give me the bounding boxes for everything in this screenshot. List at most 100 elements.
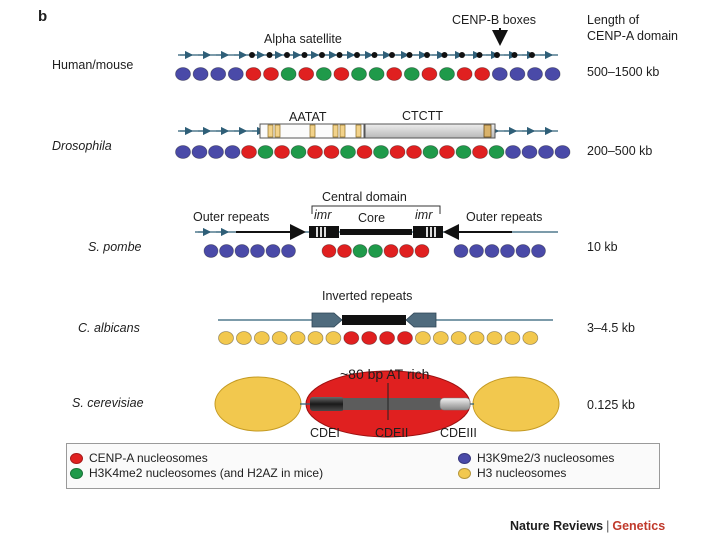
organism-human-mouse: Human/mouse: [52, 58, 134, 72]
h3k4-nucleosome: [455, 145, 472, 159]
alpha-satellite-unit: [354, 52, 360, 58]
legend-h3-label: H3 nucleosomes: [477, 466, 567, 480]
cdeii-segment: [343, 398, 441, 410]
h3k9-nucleosome: [175, 145, 191, 159]
central-domain-bracket: [311, 205, 441, 214]
h3-nucleosome: [432, 331, 449, 345]
alpha-satellite-unit: [459, 52, 465, 58]
h3k9-nucleosome: [538, 145, 554, 159]
legend-cenpa-label: CENP-A nucleosomes: [89, 451, 208, 465]
h3-nucleosome-left: [214, 376, 302, 432]
cenpa-nucleosome: [307, 145, 323, 159]
cenpa-nucleosome: [399, 244, 414, 258]
aatat-repeat-unit: [309, 124, 316, 138]
cenpa-nucleosome: [472, 145, 488, 159]
h3k9-nucleosome: [191, 145, 208, 159]
h3k4-nucleosome: [403, 67, 420, 81]
h3k4-nucleosome: [351, 67, 367, 81]
h3k9-nucleosome: [544, 67, 561, 81]
alpha-satellite-unit: [511, 52, 518, 58]
legend-item-h3: H3 nucleosomes: [458, 466, 566, 480]
h3-nucleosome: [271, 331, 288, 345]
h3k4-nucleosome: [352, 244, 368, 258]
length-drosophila: 200–500 kb: [587, 144, 653, 158]
inverted-repeats-label: Inverted repeats: [322, 289, 413, 303]
inverted-repeat-right: [405, 312, 437, 328]
s-pombe-dna: [195, 205, 558, 240]
h3k9-nucleosome: [250, 244, 265, 258]
organism-drosophila: Drosophila: [52, 139, 112, 153]
credit-separator: |: [606, 519, 610, 533]
h3k9-nucleosome: [531, 244, 546, 258]
length-title-line1: Length of: [587, 13, 640, 27]
h3k4-nucleosome: [422, 145, 439, 159]
journal-subject: Genetics: [612, 519, 666, 533]
aatat-label: AATAT: [289, 110, 327, 124]
h3-nucleosome: [522, 331, 539, 345]
h3-nucleosome: [325, 331, 342, 345]
cdeiii-segment: [439, 397, 471, 411]
cenpa-nucleosome: [337, 244, 352, 258]
cenpa-nucleosome: [298, 67, 315, 81]
h3k4-nucleosome: [290, 145, 307, 159]
core-label: Core: [358, 211, 386, 225]
h3k9-nucleosome: [227, 67, 244, 81]
cenpa-nucleosome: [414, 244, 430, 258]
h3-swatch: [458, 467, 471, 479]
legend-item-h3k4: H3K4me2 nucleosomes (and H2AZ in mice): [70, 466, 323, 480]
h3k9-swatch: [458, 452, 471, 464]
h3k9-nucleosome: [515, 244, 531, 258]
h3k9-nucleosome: [484, 244, 500, 258]
central-domain-label: Central domain: [322, 190, 407, 204]
cenpa-nucleosome: [343, 331, 360, 345]
alpha-satellite-unit: [424, 52, 430, 58]
cenpa-nucleosome: [406, 145, 422, 159]
h3k9-nucleosome: [234, 244, 250, 258]
cenpa-nucleosome: [274, 145, 290, 159]
core-block: [340, 229, 412, 235]
imr-right-stripes: [426, 227, 436, 237]
h3k9-nucleosome: [175, 67, 191, 81]
h3k4-nucleosome: [368, 67, 385, 81]
h3k9-nucleosome: [192, 67, 209, 81]
cenpa-nucleosome: [356, 145, 373, 159]
outer-repeats-left-label: Outer repeats: [193, 210, 270, 224]
h3k9-nucleosome: [219, 244, 234, 258]
h3k9-nucleosome: [469, 244, 484, 258]
ctctt-end-bar: [483, 124, 492, 138]
aatat-repeat-unit: [267, 124, 274, 138]
alpha-satellite-unit: [301, 52, 308, 58]
c-albicans-dna: [218, 312, 553, 328]
human-mouse-nucleosomes: [175, 67, 561, 81]
cenpa-nucleosome: [379, 331, 396, 345]
h3k4-nucleosome: [340, 145, 356, 159]
h3-nucleosome: [504, 331, 521, 345]
alpha-satellite-label: Alpha satellite: [264, 32, 342, 46]
cenpa-nucleosome: [383, 244, 399, 258]
s-cerevisiae-centromere: [214, 370, 560, 438]
h3-nucleosome: [253, 331, 270, 345]
legend-h3k4-label: H3K4me2 nucleosomes (and H2AZ in mice): [89, 466, 324, 480]
h3k9-nucleosome: [208, 145, 224, 159]
cenpa-nucleosome: [241, 145, 257, 159]
aatat-repeat-unit: [355, 124, 362, 138]
h3k4-nucleosome: [488, 145, 505, 159]
h3k4-nucleosome: [368, 244, 383, 258]
h3k9-nucleosome: [491, 67, 508, 81]
cenpa-nucleosome: [397, 331, 413, 345]
ctctt-label: CTCTT: [402, 109, 443, 123]
aatat-repeat-unit: [274, 124, 281, 138]
h3k9-nucleosome: [224, 145, 241, 159]
h3-nucleosome: [414, 331, 431, 345]
h3k9-nucleosome: [281, 244, 296, 258]
h3k9-nucleosome: [500, 244, 515, 258]
albicans-core-block: [342, 315, 406, 325]
cdeiii-label: CDEIII: [440, 426, 477, 440]
aatat-repeat-unit: [339, 124, 346, 138]
outer-repeats-right-label: Outer repeats: [466, 210, 543, 224]
cenpa-nucleosome: [439, 145, 455, 159]
h3-nucleosome: [218, 331, 234, 345]
cenpa-nucleosome: [245, 67, 262, 81]
